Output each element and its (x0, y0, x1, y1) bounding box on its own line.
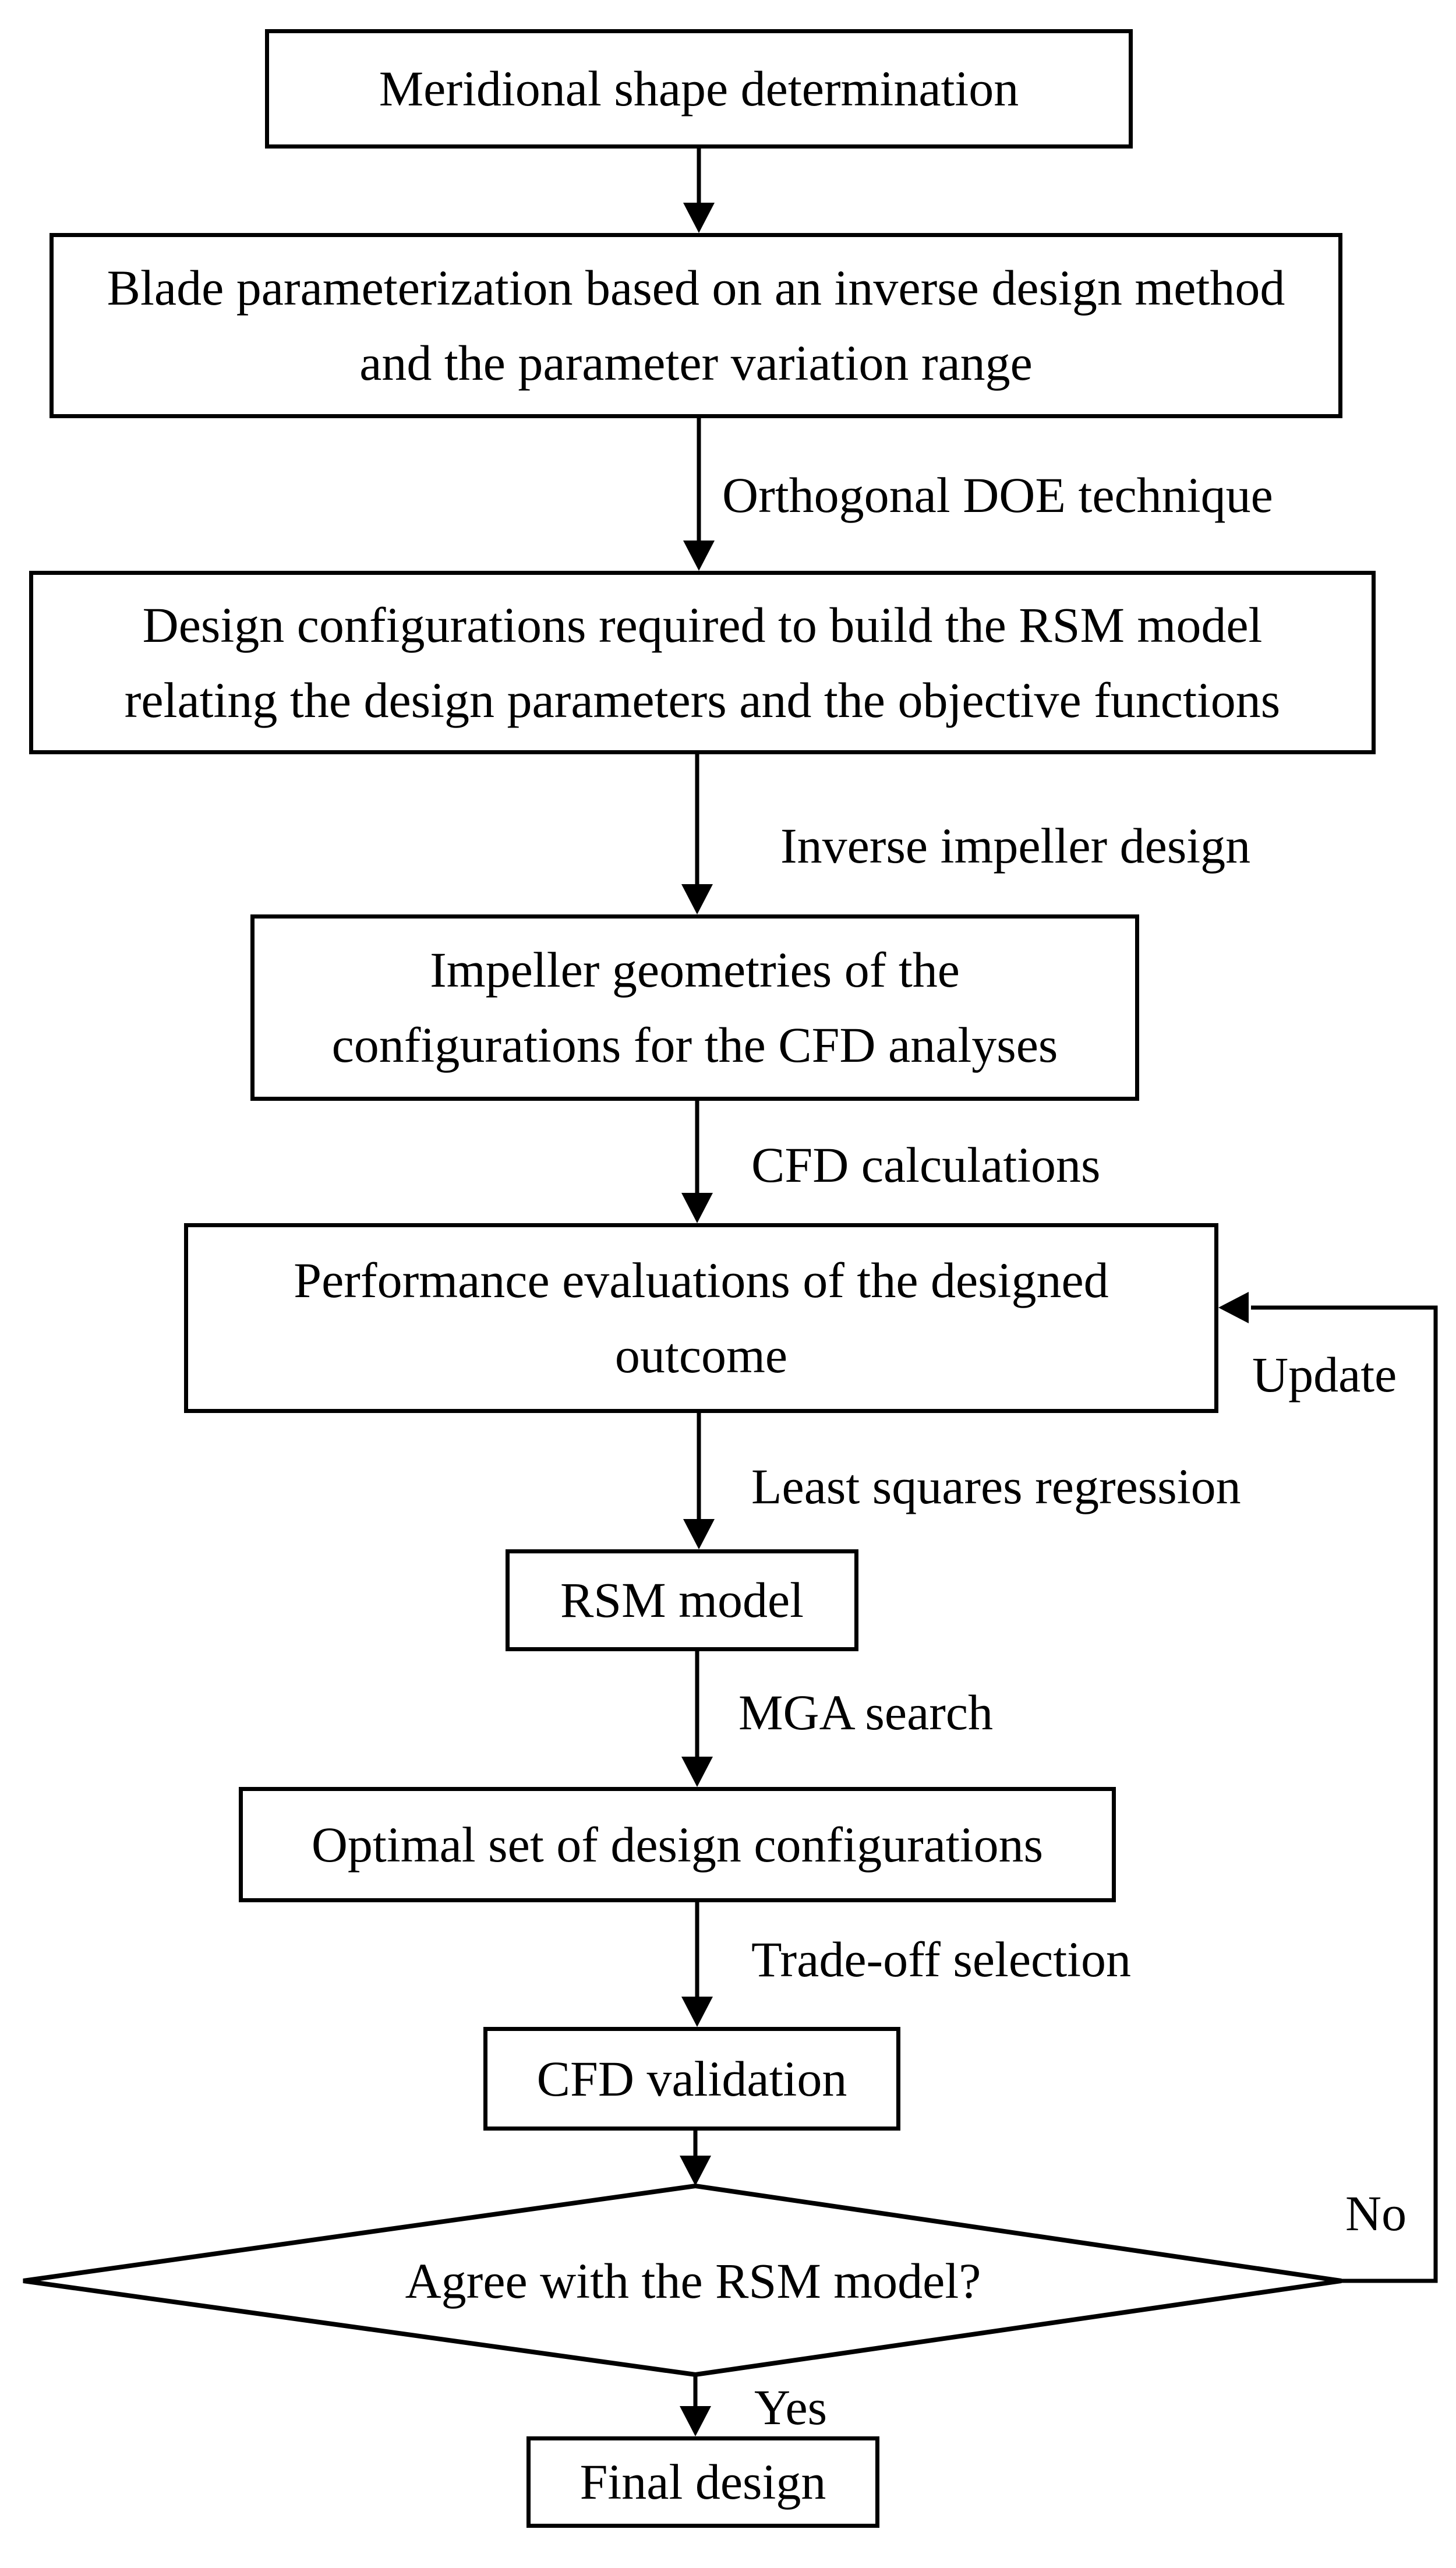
node-line: outcome (614, 1327, 788, 1383)
node-label: Final design (579, 2454, 826, 2510)
node-blade-parameterization: Blade parameterization based on an inver… (50, 233, 1342, 418)
node-meridional-shape: Meridional shape determination (265, 29, 1133, 149)
arrow-rsm-to-optimal (681, 1651, 713, 1787)
node-label: CFD validation (536, 2050, 847, 2107)
node-cfd-validation: CFD validation (483, 2027, 900, 2131)
node-line: configurations for the CFD analyses (331, 1017, 1058, 1073)
edge-label-trade-off: Trade-off selection (751, 1931, 1132, 1987)
edge-label-update: Update (1252, 1347, 1397, 1403)
arrow-no-update-loop (1218, 1292, 1438, 2283)
node-line: Performance evaluations of the designed (294, 1252, 1109, 1308)
edge-label-inverse-impeller: Inverse impeller design (780, 818, 1251, 874)
node-line: and the parameter variation range (359, 335, 1033, 391)
node-decision-label: Agree with the RSM model? (405, 2253, 981, 2309)
node-impeller-geometries: Impeller geometries of the configuration… (250, 914, 1139, 1101)
arrow-decision-to-final (680, 2375, 711, 2436)
node-performance-evaluations: Performance evaluations of the designed … (184, 1223, 1218, 1413)
arrow-blade-to-design (683, 418, 715, 571)
node-line: Design configurations required to build … (142, 596, 1263, 653)
node-label: RSM model (560, 1572, 804, 1628)
node-rsm-model: RSM model (506, 1549, 858, 1651)
arrow-impeller-to-performance (681, 1101, 713, 1223)
node-line: relating the design parameters and the o… (124, 672, 1281, 728)
arrow-optimal-to-validation (681, 1902, 713, 2027)
node-final-design: Final design (526, 2436, 879, 2528)
node-optimal-set: Optimal set of design configurations (239, 1787, 1116, 1902)
edge-label-cfd-calculations: CFD calculations (751, 1137, 1101, 1193)
edge-label-orthogonal-doe: Orthogonal DOE technique (722, 467, 1273, 523)
arrow-meridional-to-blade (683, 149, 715, 233)
node-design-configurations: Design configurations required to build … (29, 571, 1376, 754)
node-label: Optimal set of design configurations (311, 1816, 1044, 1873)
edge-label-yes: Yes (754, 2379, 828, 2435)
edge-label-no: No (1345, 2185, 1407, 2241)
arrow-design-to-impeller (681, 754, 713, 914)
node-line: Blade parameterization based on an inver… (107, 260, 1285, 316)
arrow-performance-to-rsm (683, 1413, 715, 1549)
edge-label-mga-search: MGA search (738, 1684, 994, 1740)
node-label: Meridional shape determination (379, 61, 1019, 116)
edge-label-least-squares: Least squares regression (751, 1458, 1241, 1514)
arrow-validation-to-decision (680, 2131, 711, 2186)
node-line: Impeller geometries of the (430, 942, 960, 998)
